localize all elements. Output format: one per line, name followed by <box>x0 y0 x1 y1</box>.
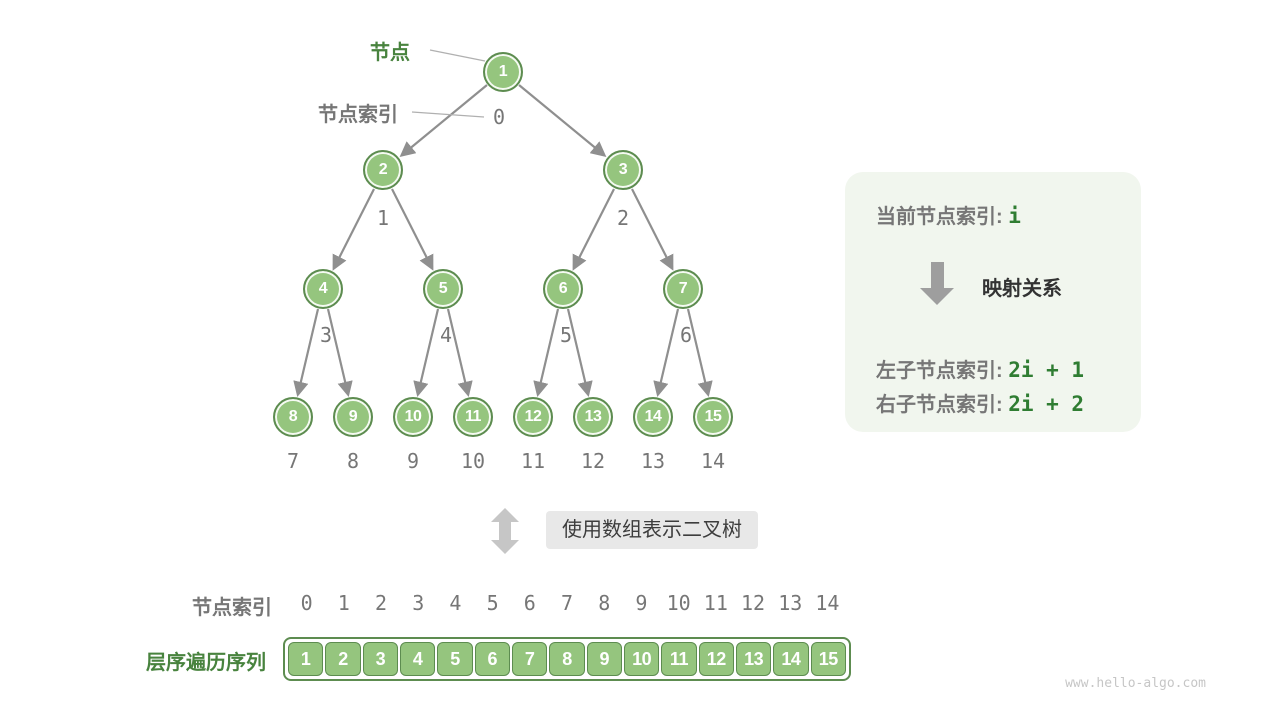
array-cell: 1 <box>288 642 324 676</box>
array-cell: 15 <box>810 642 846 676</box>
node-index-label: 2 <box>616 206 630 230</box>
node-index-label: 5 <box>559 323 573 347</box>
array-index: 4 <box>449 591 462 615</box>
tree-node: 2 <box>363 150 403 190</box>
right-child-line: 右子节点索引: 2i + 2 <box>876 388 1084 417</box>
node-index-label: 7 <box>286 449 300 473</box>
array-index: 11 <box>703 591 728 615</box>
array-cell: 7 <box>511 642 548 676</box>
mapping-relation-label: 映射关系 <box>982 278 1062 300</box>
node-annotation-label: 节点 <box>370 42 410 64</box>
tree-node: 14 <box>633 397 673 437</box>
tree-node: 6 <box>543 269 583 309</box>
array-representation-label: 使用数组表示二叉树 <box>546 511 758 549</box>
left-child-line: 左子节点索引: 2i + 1 <box>876 354 1084 383</box>
tree-node: 4 <box>303 269 343 309</box>
current-index-label: 当前节点索引: <box>876 206 1009 228</box>
node-index-label: 10 <box>460 449 486 473</box>
array-index: 3 <box>412 591 425 615</box>
tree-node: 13 <box>573 397 613 437</box>
tree-node: 12 <box>513 397 553 437</box>
tree-node: 9 <box>333 397 373 437</box>
array-index: 8 <box>598 591 611 615</box>
node-index-label: 9 <box>406 449 420 473</box>
array-cell: 8 <box>549 642 585 676</box>
mapping-down-arrow-icon <box>920 262 954 305</box>
tree-node: 1 <box>483 52 523 92</box>
index-row-title: 节点索引 <box>192 597 272 619</box>
array-cell: 5 <box>437 642 473 676</box>
right-child-formula: 2i + 2 <box>1008 392 1085 416</box>
sequence-row-title: 层序遍历序列 <box>146 652 266 674</box>
node-index-label: 6 <box>679 323 693 347</box>
array-index: 7 <box>561 591 574 615</box>
array-index: 10 <box>666 591 691 615</box>
array-index: 9 <box>635 591 648 615</box>
array-index-row: 0 1 2 3 4 5 6 7 8 9 10 11 12 13 14 <box>288 591 846 615</box>
array-cell: 6 <box>474 642 510 676</box>
array-cell: 11 <box>661 642 697 676</box>
array-index: 13 <box>778 591 803 615</box>
array-index: 0 <box>300 591 313 615</box>
node-index-label: 0 <box>492 105 506 129</box>
node-index-label: 13 <box>640 449 666 473</box>
array-cell: 10 <box>623 642 660 676</box>
array-cell: 2 <box>325 642 361 676</box>
tree-node: 5 <box>423 269 463 309</box>
array-cell: 9 <box>586 642 622 676</box>
tree-node: 7 <box>663 269 703 309</box>
left-child-label: 左子节点索引: <box>876 360 1009 382</box>
array-cell: 13 <box>735 642 772 676</box>
array-cell: 4 <box>399 642 436 676</box>
array-index: 6 <box>523 591 536 615</box>
updown-arrow-icon <box>491 508 519 554</box>
array-cell: 12 <box>698 642 734 676</box>
tree-node: 15 <box>693 397 733 437</box>
array-index: 14 <box>815 591 840 615</box>
tree-node: 8 <box>273 397 313 437</box>
current-index-line: 当前节点索引: i <box>876 200 1021 229</box>
left-child-formula: 2i + 1 <box>1008 358 1085 382</box>
right-child-label: 右子节点索引: <box>876 394 1009 416</box>
tree-node: 3 <box>603 150 643 190</box>
array-index: 5 <box>486 591 499 615</box>
node-index-annotation-label: 节点索引 <box>318 104 398 126</box>
node-index-label: 14 <box>700 449 726 473</box>
level-order-array: 1 2 3 4 5 6 7 8 9 10 11 12 13 14 15 <box>283 637 851 681</box>
tree-node: 11 <box>453 397 493 437</box>
current-index-value: i <box>1008 204 1021 228</box>
array-cell: 3 <box>362 642 398 676</box>
watermark: www.hello-algo.com <box>1065 676 1206 691</box>
array-index: 12 <box>740 591 766 615</box>
node-index-label: 3 <box>319 323 333 347</box>
tree-node: 10 <box>393 397 433 437</box>
node-index-label: 12 <box>580 449 606 473</box>
node-index-label: 11 <box>520 449 546 473</box>
node-index-label: 8 <box>346 449 360 473</box>
array-index: 1 <box>337 591 350 615</box>
node-index-label: 1 <box>376 206 390 230</box>
mapping-legend-card: 当前节点索引: i 映射关系 左子节点索引: 2i + 1 右子节点索引: 2i… <box>845 172 1141 432</box>
node-index-label: 4 <box>439 323 453 347</box>
array-cell: 14 <box>773 642 809 676</box>
array-index: 2 <box>374 591 388 615</box>
